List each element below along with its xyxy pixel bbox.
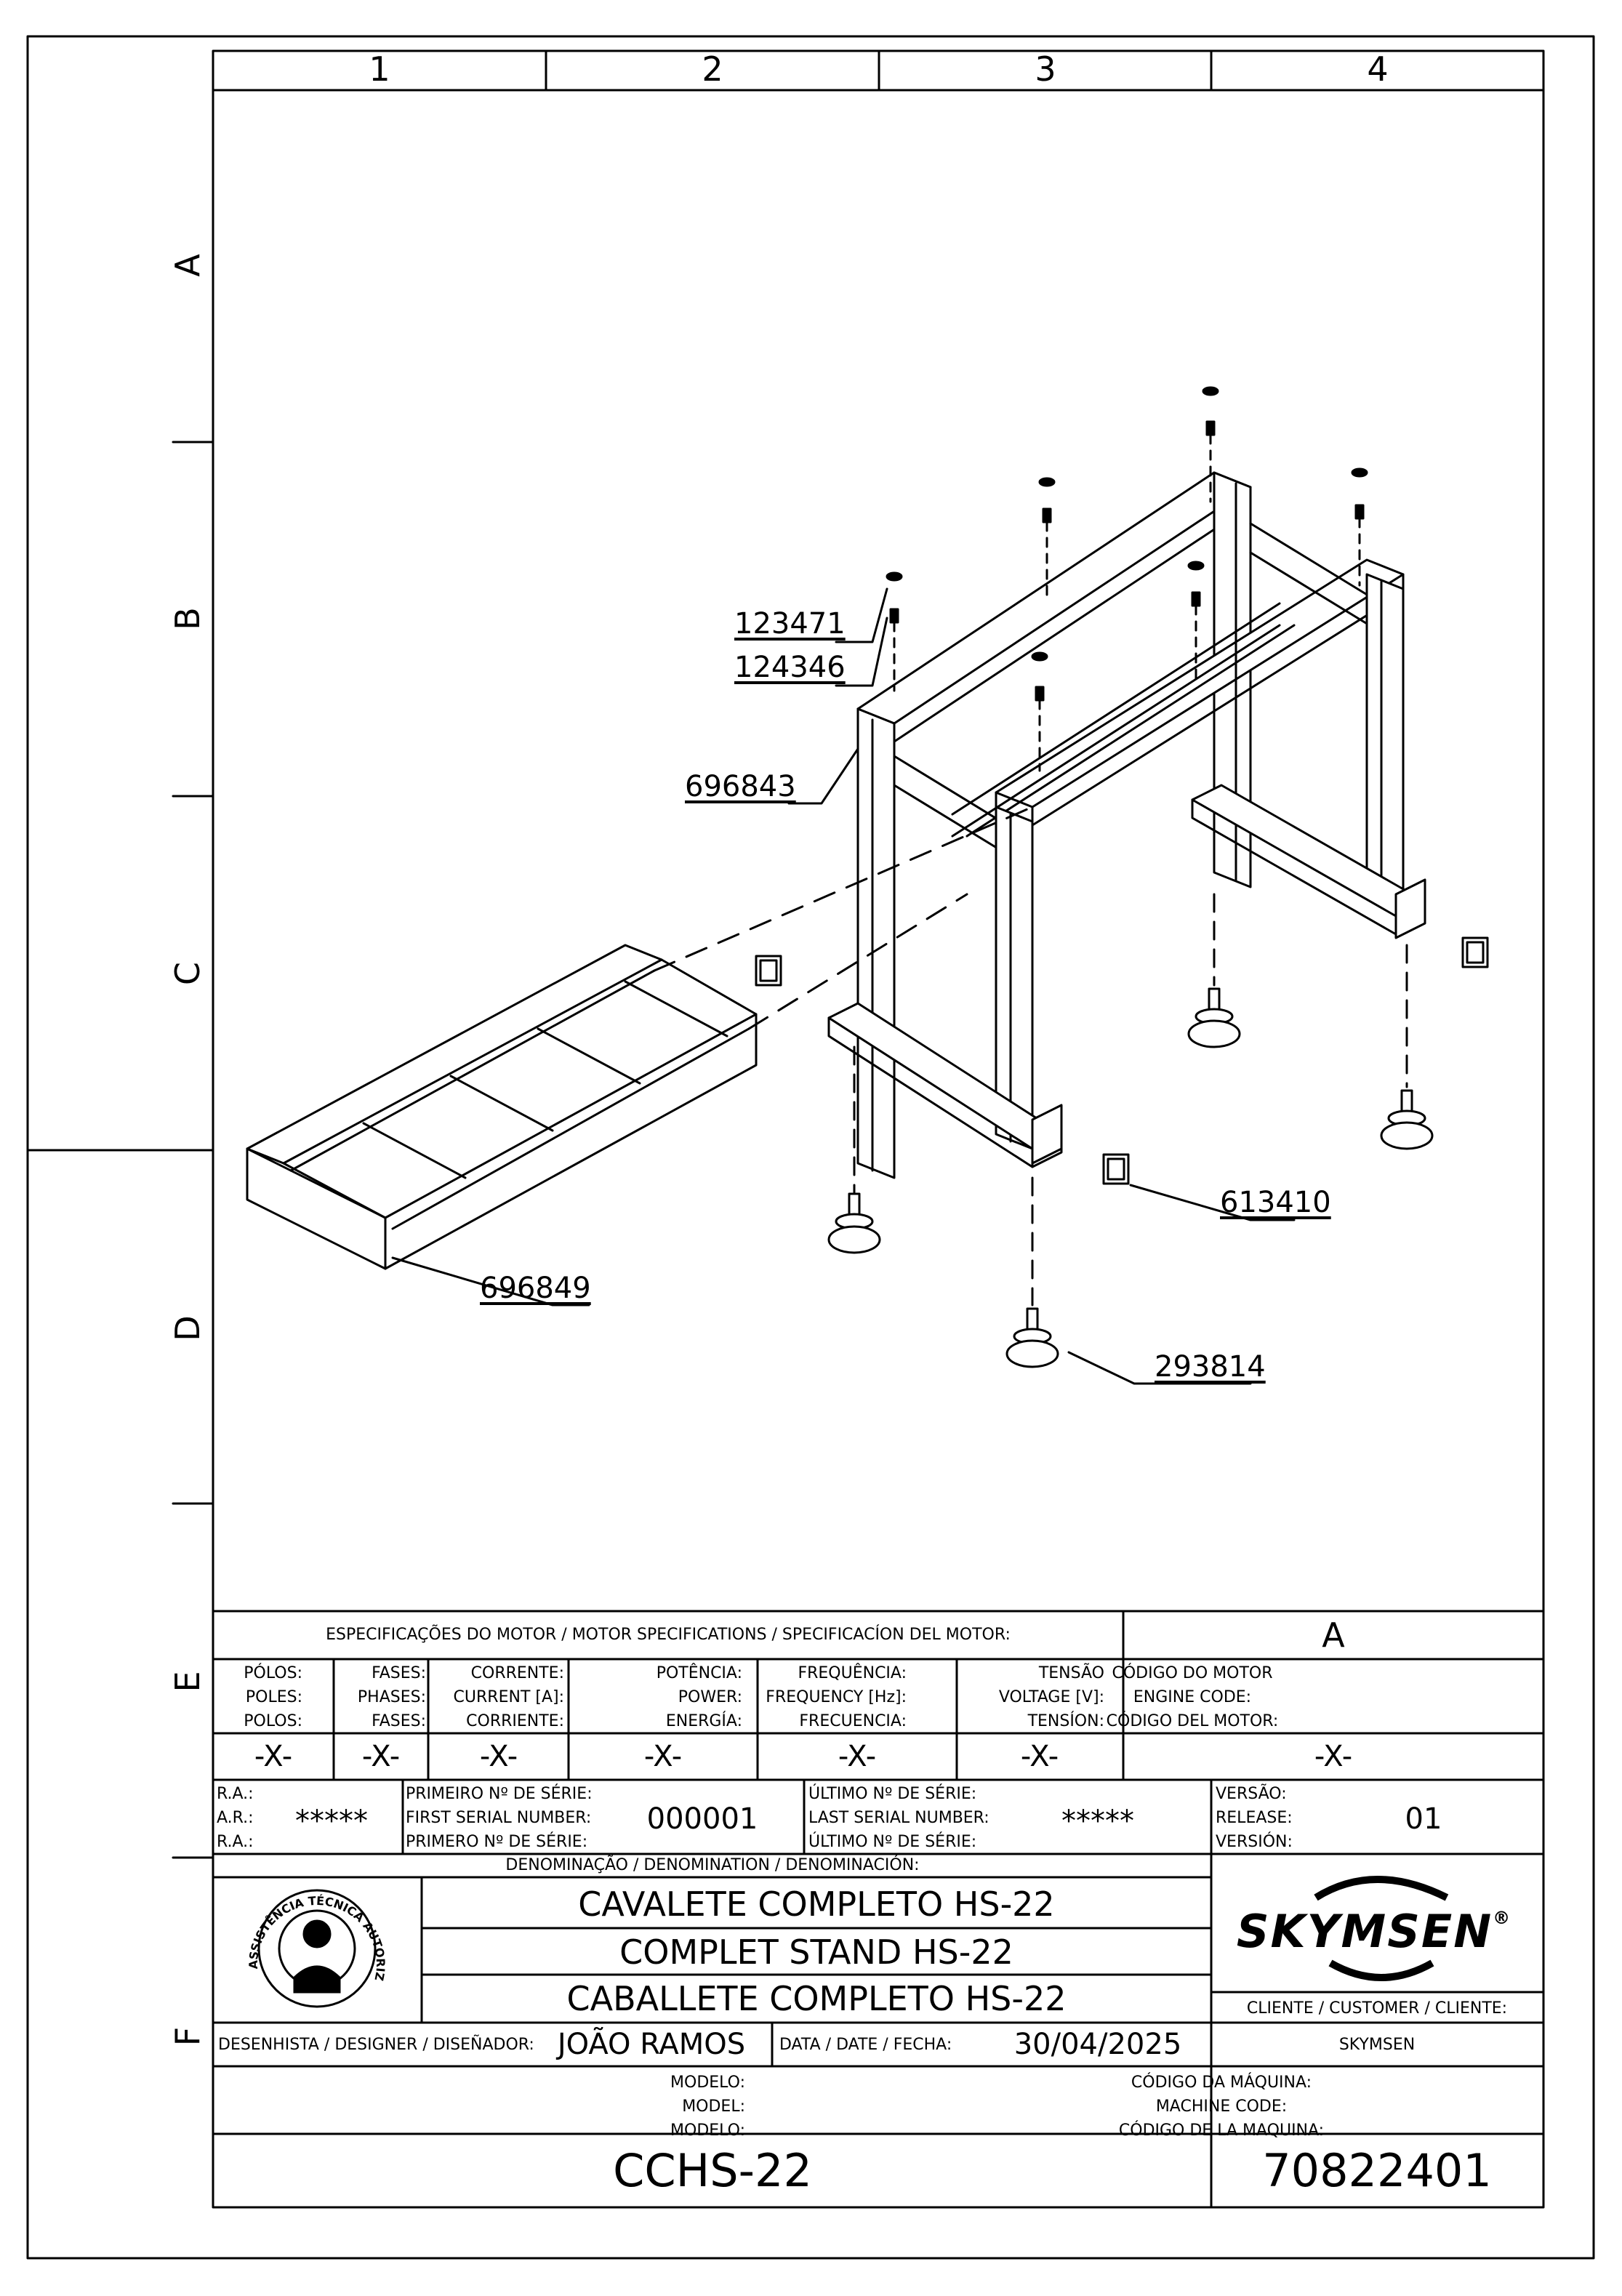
model-label: MODELO:MODEL:MODELO:	[670, 2074, 745, 2140]
part-label-123471: 123471	[734, 607, 846, 641]
grid-col-2: 2	[702, 49, 723, 89]
authorized-service-seal	[257, 1889, 377, 2008]
version-value: 01	[1405, 1802, 1442, 1836]
denomination-es: CABALLETE COMPLETO HS-22	[566, 1979, 1067, 2018]
designer-label: DESENHISTA / DESIGNER / DISEÑADOR:	[218, 2036, 534, 2054]
ra-value: *****	[295, 1805, 368, 1838]
grid-col-4: 4	[1367, 49, 1389, 89]
skymsen-logo	[1314, 1876, 1449, 1981]
stand-drawing	[246, 386, 1489, 1385]
motor-value-phases: -X-	[361, 1740, 401, 1773]
denomination-en: COMPLET STAND HS-22	[619, 1932, 1013, 1972]
motor-spec-header: ESPECIFICAÇÕES DO MOTOR / MOTOR SPECIFIC…	[326, 1626, 1011, 1644]
motor-value-voltage: -X-	[1020, 1740, 1059, 1773]
motor-field-frequency: FREQUÊNCIA:FREQUENCY [Hz]:FRECUENCIA:	[766, 1664, 907, 1730]
part-label-613410: 613410	[1220, 1186, 1331, 1219]
svg-text:ASSISTÊNCIA TÉCNICA AUTORIZADA: ASSISTÊNCIA TÉCNICA AUTORIZADA	[237, 1868, 388, 1982]
motor-field-current: CORRENTE:CURRENT [A]:CORRIENTE:	[453, 1664, 564, 1730]
motor-value-poles: -X-	[254, 1740, 293, 1773]
motor-value-current: -X-	[479, 1740, 518, 1773]
grid-row-b: B	[168, 607, 207, 630]
motor-field-poles: PÓLOS:POLES:POLOS:	[244, 1664, 302, 1730]
date-label: DATA / DATE / FECHA:	[779, 2036, 952, 2054]
machine-code-value: 70822401	[1262, 2144, 1492, 2197]
grid-row-f: F	[168, 2026, 207, 2047]
motor-value-frequency: -X-	[838, 1740, 877, 1773]
grid-row-a: A	[168, 254, 207, 277]
brand-name: SKYMSEN®	[1236, 1905, 1512, 1958]
ra-label: R.A.:A.R.:R.A.:	[217, 1785, 254, 1851]
version-label: VERSÃO:RELEASE:VERSIÓN:	[1216, 1785, 1293, 1851]
designer-value: JOÃO RAMOS	[557, 2028, 746, 2061]
grid-row-e: E	[168, 1671, 207, 1693]
revision-letter: A	[1322, 1615, 1345, 1655]
client-value: SKYMSEN	[1338, 2036, 1416, 2054]
outer-border	[26, 35, 1595, 2260]
denomination-header: DENOMINAÇÃO / DENOMINATION / DENOMINACIÓ…	[505, 1856, 920, 1874]
machine-code-label: CÓDIGO DA MÁQUINA:MACHINE CODE:CÓDIGO DE…	[1118, 2074, 1325, 2140]
grid-col-1: 1	[369, 49, 390, 89]
part-label-124346: 124346	[734, 651, 846, 684]
model-value: CCHS-22	[613, 2144, 812, 2197]
grid-col-3: 3	[1035, 49, 1056, 89]
part-label-293814: 293814	[1155, 1350, 1266, 1384]
seal-lettering: ASSISTÊNCIA TÉCNICA AUTORIZADA	[237, 1868, 388, 1982]
last-serial-value: *****	[1061, 1805, 1134, 1838]
date-value: 30/04/2025	[1013, 2028, 1182, 2061]
motor-field-power: POTÊNCIA:POWER:ENERGÍA:	[656, 1664, 742, 1730]
engine-code-value: -X-	[1314, 1740, 1353, 1773]
first-serial-value: 000001	[646, 1802, 758, 1836]
grid-row-d: D	[168, 1315, 207, 1341]
denomination-pt: CAVALETE COMPLETO HS-22	[578, 1884, 1055, 1924]
part-label-696843: 696843	[685, 770, 796, 803]
motor-value-power: -X-	[643, 1740, 683, 1773]
part-label-696849: 696849	[480, 1272, 591, 1305]
grid-row-c: C	[168, 961, 207, 986]
last-serial-label: ÚLTIMO Nº DE SÉRIE:LAST SERIAL NUMBER:ÚL…	[808, 1785, 989, 1851]
first-serial-label: PRIMEIRO Nº DE SÉRIE:FIRST SERIAL NUMBER…	[406, 1785, 593, 1851]
motor-field-phases: FASES:PHASES:FASES:	[357, 1664, 426, 1730]
client-label: CLIENTE / CUSTOMER / CLIENTE:	[1246, 1999, 1508, 2018]
